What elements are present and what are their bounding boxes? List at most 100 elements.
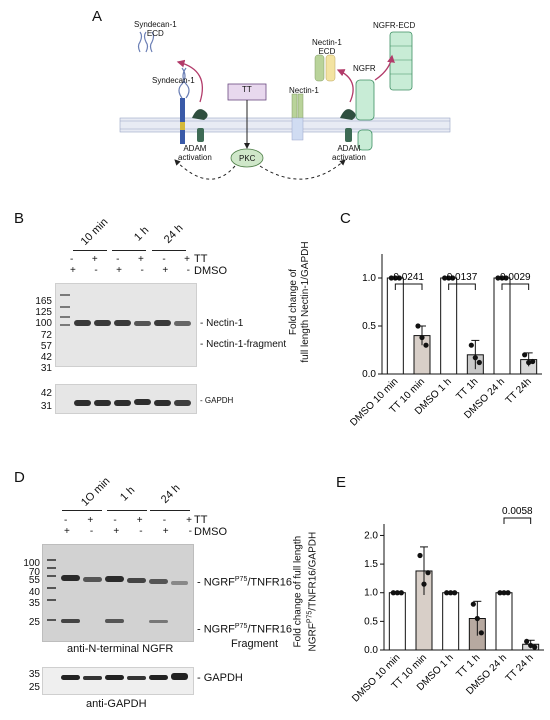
mw: 31 [40,401,52,412]
data-point [470,601,476,607]
pkc-oval [230,148,264,168]
data-point [390,590,396,596]
y-tick-label: 0.0 [362,369,376,380]
label-adam-left: ADAM activation [178,144,212,162]
label-gapdh-b: - GAPDH [200,396,234,405]
label-gapdh-d: - GAPDH [197,672,243,684]
ylabel-part: /TNFR16/GAPDH [307,531,319,611]
sign: - [186,265,190,276]
data-point [392,275,398,281]
time-bracket-b-0 [73,250,107,251]
label-tt-d: TT [194,514,208,526]
caption-anti-n-terminal: anti-N-terminal NGFR [67,643,174,655]
data-point [497,590,503,596]
mw: 100 [23,558,40,569]
time-label-b-1: 1 h [131,224,152,244]
label-ngfr-ecd: NGFR-ECD [373,21,416,30]
mw: 25 [28,682,40,693]
label-nectin: Nectin-1 [289,86,319,95]
label-adam-right: ADAM activation [332,144,366,162]
data-point [468,342,474,348]
time-bracket-b-1 [112,250,146,251]
bar [386,277,404,375]
bar [495,592,513,651]
p-value-label: 0.0029 [500,272,531,283]
sign-row-tt-d: -+-+-+ [64,515,192,526]
mw: 42 [40,388,52,399]
data-point [472,355,478,361]
panel-label-e: E [336,474,347,491]
bar [493,277,511,375]
band-nectin [154,320,171,326]
data-point [444,590,450,596]
label-ngfr-fragment: - NGRFP75/TNFR16 Fragment [197,620,292,651]
mw: 72 [40,329,52,341]
ylabel-sup: P75 [306,610,314,624]
label-text: Fragment [231,637,279,650]
p-value-label: 0.0137 [447,272,478,283]
mw: 40 [28,586,40,598]
data-point [522,352,528,358]
sign: + [116,265,122,276]
y-tick-label: 0.0 [364,645,378,656]
release-arrow-mid [336,69,354,103]
label-sup: P75 [234,576,248,583]
label-nectin1: - Nectin-1 [200,318,244,329]
band-nectin [134,321,151,326]
sign: + [162,526,169,537]
x-tick-label: TT 24h [504,376,534,406]
data-point [530,358,536,365]
band-nectin [74,320,91,326]
y-tick-label: 1.0 [362,273,376,284]
data-point [478,630,484,636]
sign: + [70,265,76,276]
data-point [474,615,480,622]
label-dmso-b: DMSO [194,265,227,277]
mw: 70 [28,566,40,578]
data-point [505,590,511,596]
panel-label-b: B [14,210,25,227]
caption-anti-gapdh: anti-GAPDH [86,698,147,710]
sign: + [137,254,144,265]
significance-bracket [503,517,532,524]
label-ngfr: NGFR [353,64,376,73]
data-point [526,359,532,366]
time-bracket-d-1 [107,510,147,511]
schematic-diagram [119,31,451,180]
band-nectin [94,320,111,326]
release-arrow-right [374,54,395,81]
panel-label-a: A [92,8,103,25]
western-blot-gapdh-d [42,667,194,695]
data-point [501,590,507,596]
sign: + [87,515,94,526]
y-tick-label: 0.5 [362,321,376,332]
time-bracket-d-2 [150,510,190,511]
bar [388,592,406,651]
label-sup: P75 [234,623,248,630]
western-blot-ngfr [42,544,194,642]
band-nectin [174,321,191,326]
label-text: /TNFR16 [247,623,292,636]
data-point [423,342,429,348]
band-nectin [114,320,131,326]
mw: 35 [28,669,40,680]
dashed-arrow-left [174,159,236,180]
mw: 25 [28,616,40,628]
data-point [528,642,534,649]
label-dmso-d: DMSO [194,526,227,538]
mw-markers-d-bottom: 35 25 [8,668,40,694]
data-point [417,552,423,559]
time-bracket-b-2 [152,250,186,251]
time-label-b-2: 24 h [161,222,186,246]
time-label-d-2: 24 h [158,482,183,506]
sign: + [186,515,192,526]
adam-protease-left [192,109,208,142]
ylabel-line: NGRFP75/TNFR16/GAPDH [304,512,319,672]
label-nectin-ecd: Nectin-1 ECD [312,38,342,56]
data-point [476,359,482,366]
x-tick-label: TT 24 h [504,652,536,684]
time-label-d-0: 1O min [78,475,113,509]
sign: + [184,254,190,265]
data-point [448,590,454,596]
